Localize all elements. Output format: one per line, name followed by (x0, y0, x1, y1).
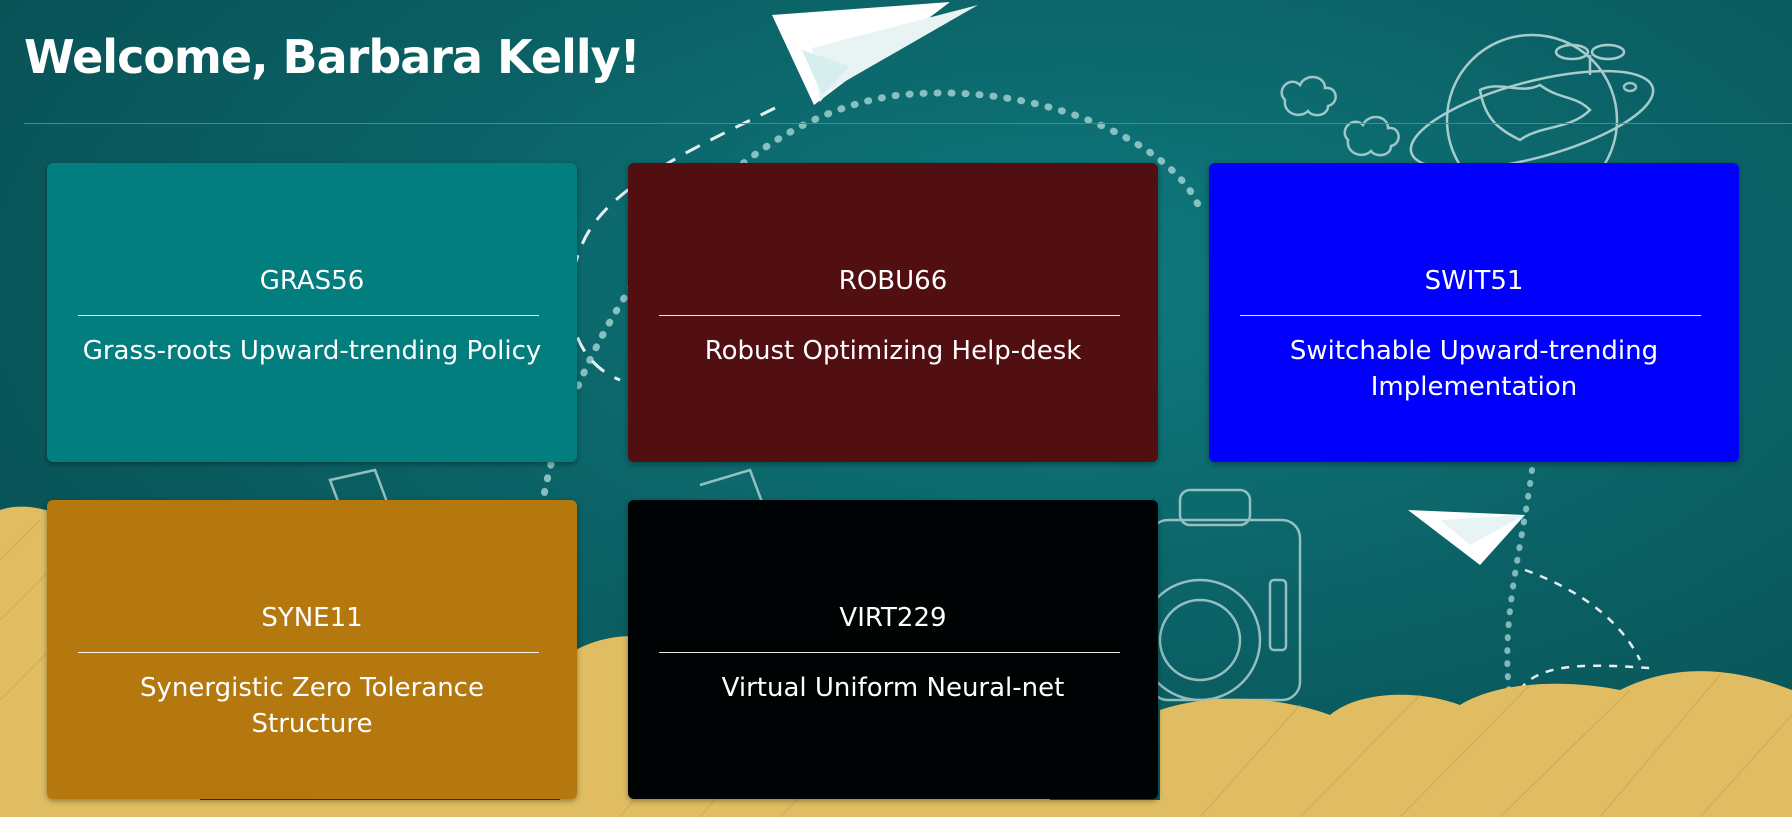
card-divider (1240, 315, 1701, 316)
course-name: Robust Optimizing Help-desk (704, 336, 1082, 366)
card-divider (78, 652, 539, 653)
card-divider (78, 315, 539, 316)
dashed-path (568, 106, 776, 382)
course-name: Virtual Uniform Neural-net (721, 673, 1065, 703)
course-code: SWIT51 (1424, 266, 1524, 296)
course-code: ROBU66 (838, 266, 948, 296)
dotted-arc (536, 89, 1204, 524)
card-divider (659, 315, 1120, 316)
course-card-gras56[interactable]: GRAS56 Grass-roots Upward-trending Polic… (47, 163, 577, 462)
course-code: GRAS56 (259, 266, 365, 296)
paper-plane-small-icon (1408, 510, 1525, 565)
dotted-line-right (1504, 467, 1535, 703)
course-code: VIRT229 (839, 603, 947, 633)
header-divider (24, 123, 1792, 124)
course-card-robu66[interactable]: ROBU66 Robust Optimizing Help-desk (628, 163, 1158, 462)
paper-plane-icon (772, 2, 978, 105)
dashed-path-right (1518, 568, 1651, 691)
camera-icon (1138, 488, 1302, 702)
welcome-heading: Welcome, Barbara Kelly! (24, 30, 641, 84)
course-code: SYNE11 (261, 603, 363, 633)
card-divider (659, 652, 1120, 653)
course-card-syne11[interactable]: SYNE11 Synergistic Zero Tolerance Struct… (47, 500, 577, 799)
course-name: Switchable Upward-trending Implementatio… (1289, 336, 1659, 402)
course-name: Synergistic Zero Tolerance Structure (140, 673, 484, 739)
course-card-swit51[interactable]: SWIT51 Switchable Upward-trending Implem… (1209, 163, 1739, 462)
course-card-virt229[interactable]: VIRT229 Virtual Uniform Neural-net (628, 500, 1158, 799)
course-name: Grass-roots Upward-trending Policy (82, 336, 542, 366)
